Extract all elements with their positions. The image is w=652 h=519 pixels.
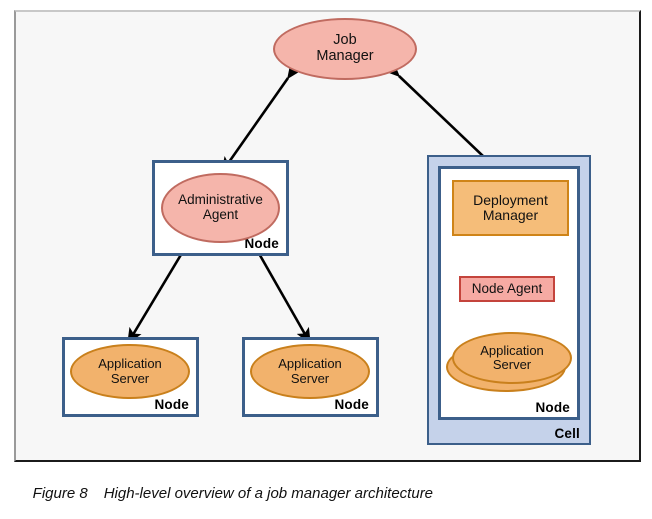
- administrative-agent-label: Administrative Agent: [178, 192, 263, 222]
- deployment-manager-label: Deployment Manager: [473, 191, 548, 223]
- left-app-node-label: Node: [154, 397, 189, 412]
- middle-application-server[interactable]: Application Server: [250, 344, 370, 399]
- job-manager-node[interactable]: Job Manager: [273, 18, 417, 80]
- left-application-server[interactable]: Application Server: [70, 344, 190, 399]
- cell-application-server-label: Application Server: [480, 342, 544, 372]
- node-agent-label: Node Agent: [471, 280, 543, 296]
- figure-caption-text: High-level overview of a job manager arc…: [103, 485, 434, 502]
- figure-caption-number: Figure 8: [32, 485, 88, 502]
- middle-app-node-label: Node: [334, 397, 369, 412]
- cell-label: Cell: [554, 426, 580, 441]
- administrative-agent[interactable]: Administrative Agent: [161, 173, 280, 243]
- figure-root: Job Manager Node Administrative Agent No…: [14, 10, 641, 502]
- cell-application-server[interactable]: Application Server: [452, 332, 572, 384]
- deployment-manager[interactable]: Deployment Manager: [452, 180, 569, 236]
- admin-node-label: Node: [244, 236, 279, 251]
- cell-node-label: Node: [535, 400, 570, 415]
- left-application-server-label: Application Server: [98, 356, 162, 386]
- job-manager-label: Job Manager: [316, 32, 374, 64]
- middle-application-server-label: Application Server: [278, 356, 342, 386]
- node-agent[interactable]: Node Agent: [459, 276, 555, 302]
- figure-caption: Figure 8 High-level overview of a job man…: [16, 468, 433, 519]
